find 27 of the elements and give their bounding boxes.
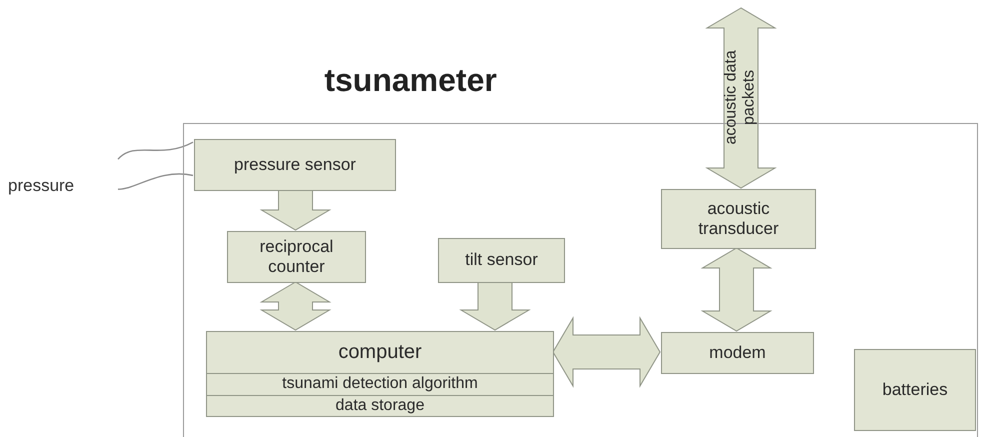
block-arrow: [705, 7, 777, 189]
block-arrow: [260, 190, 332, 231]
wavy-line: [118, 173, 194, 190]
block-arrow: [260, 281, 332, 331]
component-box: [227, 231, 366, 283]
component-label: reciprocal counter: [258, 236, 334, 278]
component-label: computer: [338, 341, 422, 364]
wavy-line: [118, 142, 194, 160]
component-box: [661, 332, 814, 374]
component-box: [661, 189, 816, 249]
component-label: modem: [708, 342, 767, 364]
block-arrow: [700, 247, 772, 332]
component-label: tilt sensor: [464, 250, 539, 271]
block-arrow: [459, 282, 531, 331]
component-label: acoustic transducer: [697, 198, 780, 240]
enclosure-title: tsunameter: [324, 62, 497, 99]
component-box: [438, 238, 565, 283]
component-box: [194, 139, 396, 191]
block-arrow: [552, 316, 661, 388]
component-label: batteries: [881, 380, 949, 400]
component-label: tsunami detection algorithm: [282, 375, 478, 394]
component-box: [854, 349, 976, 431]
component-box: [206, 331, 554, 417]
input-label: pressure: [8, 176, 74, 196]
edge-label: acoustic data packets: [722, 49, 759, 147]
component-label: data storage: [336, 396, 424, 415]
component-label: pressure sensor: [233, 154, 357, 176]
